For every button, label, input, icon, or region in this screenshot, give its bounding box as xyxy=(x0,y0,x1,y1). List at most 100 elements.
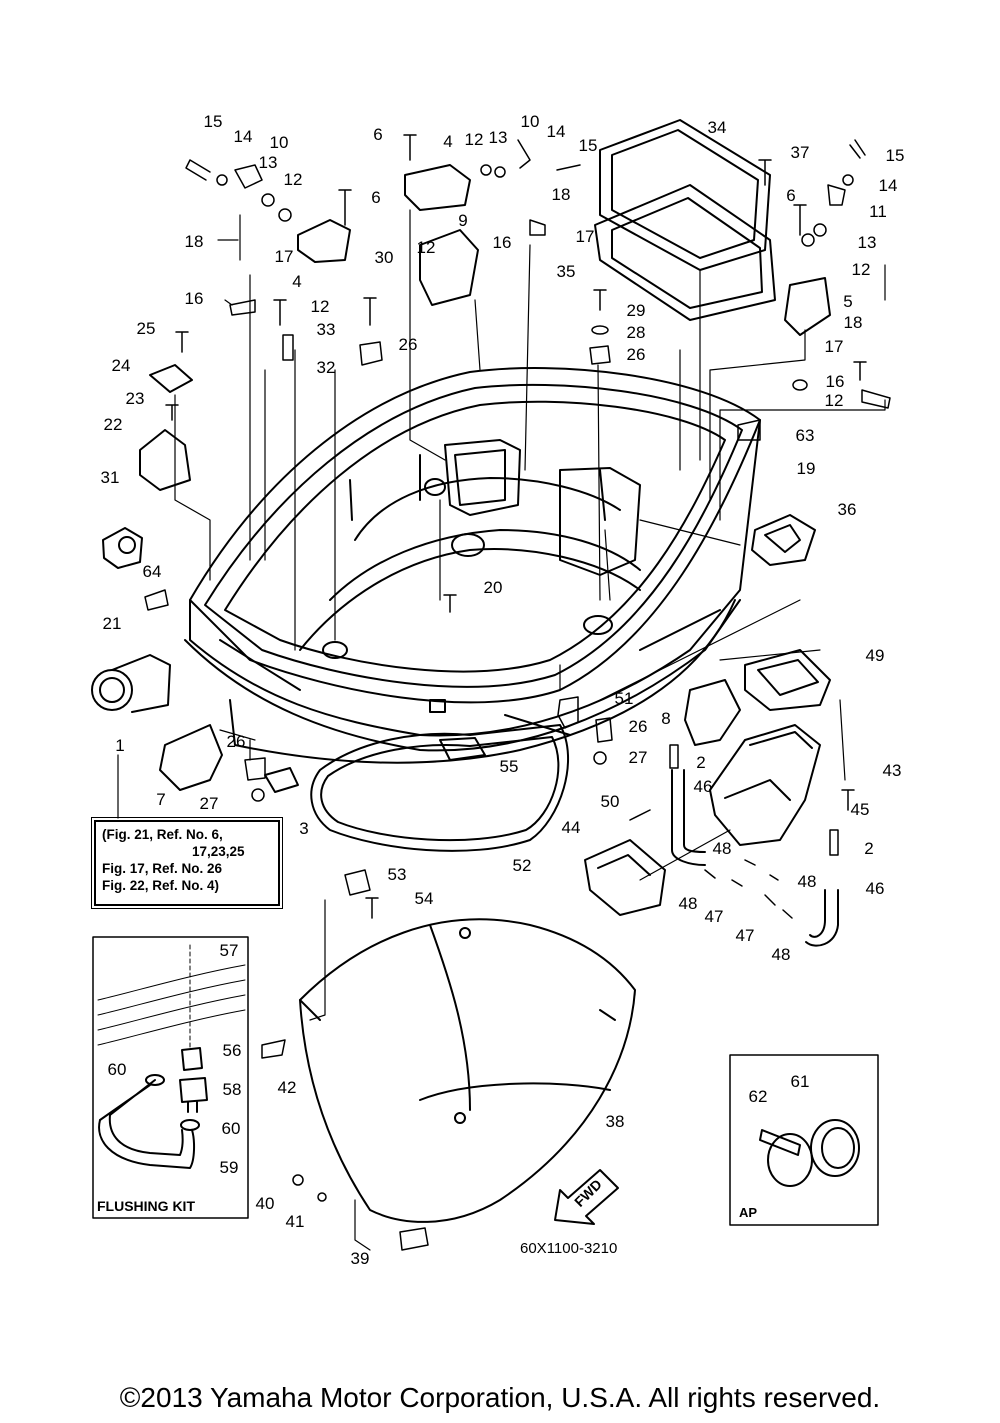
callout-15: 15 xyxy=(203,112,223,131)
callout-26: 26 xyxy=(626,345,646,364)
callout-48: 48 xyxy=(712,839,732,858)
ap-label: AP xyxy=(739,1205,758,1220)
callout-16: 16 xyxy=(492,233,512,252)
callout-37: 37 xyxy=(790,143,810,162)
callout-29: 29 xyxy=(626,301,646,320)
callout-15: 15 xyxy=(578,136,598,155)
callout-59: 59 xyxy=(219,1158,239,1177)
callout-15: 15 xyxy=(885,146,905,165)
callout-46: 46 xyxy=(865,879,885,898)
callout-7: 7 xyxy=(156,790,166,809)
callout-17: 17 xyxy=(824,337,844,356)
callout-36: 36 xyxy=(837,500,857,519)
callout-3: 3 xyxy=(299,819,309,838)
callout-10: 10 xyxy=(520,112,540,131)
leader-lines xyxy=(117,209,886,1251)
callout-18: 18 xyxy=(551,185,571,204)
callout-47: 47 xyxy=(704,907,724,926)
callout-30: 30 xyxy=(374,248,394,267)
note-line: Fig. 17, Ref. No. 26 xyxy=(102,861,223,876)
callout-38: 38 xyxy=(605,1112,625,1131)
callout-16: 16 xyxy=(184,289,204,308)
callout-23: 23 xyxy=(125,389,145,408)
callout-11: 11 xyxy=(869,202,887,221)
callout-56: 56 xyxy=(222,1041,242,1060)
callout-48: 48 xyxy=(678,894,698,913)
callout-4: 4 xyxy=(443,132,453,151)
callout-9: 9 xyxy=(458,211,468,230)
callout-39: 39 xyxy=(350,1249,370,1268)
part-number: 60X1100-3210 xyxy=(520,1240,618,1257)
callout-6: 6 xyxy=(786,186,796,205)
callout-51: 51 xyxy=(614,689,634,708)
grommet-36 xyxy=(751,514,816,566)
callout-40: 40 xyxy=(255,1194,275,1213)
air-duct xyxy=(709,724,821,846)
callout-13: 13 xyxy=(488,128,508,147)
callout-42: 42 xyxy=(277,1078,297,1097)
callout-17: 17 xyxy=(575,227,595,246)
callout-13: 13 xyxy=(857,233,877,252)
flushing-kit-box xyxy=(92,936,249,1219)
callout-8: 8 xyxy=(661,709,671,728)
hose-46 xyxy=(671,769,839,947)
callout-5: 5 xyxy=(843,292,853,311)
callout-64: 64 xyxy=(142,562,162,581)
callout-33: 33 xyxy=(316,320,336,339)
flushing-kit-label: FLUSHING KIT xyxy=(97,1198,195,1214)
callout-6: 6 xyxy=(371,188,381,207)
callout-21: 21 xyxy=(102,614,122,633)
bracket-7 xyxy=(159,679,741,793)
callout-16: 16 xyxy=(825,372,845,391)
copyright: ©2013 Yamaha Motor Corporation, U.S.A. A… xyxy=(119,1382,881,1413)
callout-46: 46 xyxy=(693,777,713,796)
callout-49: 49 xyxy=(865,646,885,665)
note-line: 17,23,25 xyxy=(192,844,245,859)
callout-14: 14 xyxy=(233,127,253,146)
callout-4: 4 xyxy=(292,272,302,291)
callout-44: 44 xyxy=(561,818,581,837)
callout-61: 61 xyxy=(790,1072,810,1091)
callout-60: 60 xyxy=(221,1119,241,1138)
front-cover xyxy=(299,918,636,1223)
callout-62: 62 xyxy=(748,1087,768,1106)
callout-47: 47 xyxy=(735,926,755,945)
callout-57: 57 xyxy=(219,941,239,960)
connector-21 xyxy=(91,654,171,713)
callout-26: 26 xyxy=(226,732,246,751)
callout-45: 45 xyxy=(850,800,870,819)
bracket xyxy=(584,839,666,916)
callout-32: 32 xyxy=(316,358,336,377)
callout-18: 18 xyxy=(184,232,204,251)
callout-6: 6 xyxy=(373,125,383,144)
callout-55: 55 xyxy=(499,757,519,776)
callout-48: 48 xyxy=(797,872,817,891)
callout-34: 34 xyxy=(707,118,727,137)
bottom-cowling xyxy=(184,367,761,764)
callout-60: 60 xyxy=(107,1060,127,1079)
mount-4 xyxy=(297,164,831,336)
callout-18: 18 xyxy=(843,313,863,332)
callout-41: 41 xyxy=(285,1212,305,1231)
small-hardware xyxy=(144,134,891,1251)
callout-26: 26 xyxy=(398,335,418,354)
callout-26: 26 xyxy=(628,717,648,736)
callout-12: 12 xyxy=(464,130,484,149)
callout-25: 25 xyxy=(136,319,156,338)
callout-14: 14 xyxy=(878,176,898,195)
note-line: (Fig. 21, Ref. No. 6, xyxy=(102,827,223,842)
callout-24: 24 xyxy=(111,356,131,375)
callout-31: 31 xyxy=(100,468,120,487)
rubber-seal xyxy=(310,714,571,852)
callout-12: 12 xyxy=(416,238,436,257)
callout-22: 22 xyxy=(103,415,123,434)
callout-17: 17 xyxy=(274,247,294,266)
callout-20: 20 xyxy=(483,578,503,597)
callout-13: 13 xyxy=(258,153,278,172)
top-plate xyxy=(594,119,776,321)
fwd-arrow xyxy=(554,1169,619,1225)
bracket-22 xyxy=(139,429,191,491)
holder-plate xyxy=(744,649,831,711)
callout-12: 12 xyxy=(851,260,871,279)
callout-19: 19 xyxy=(796,459,816,478)
